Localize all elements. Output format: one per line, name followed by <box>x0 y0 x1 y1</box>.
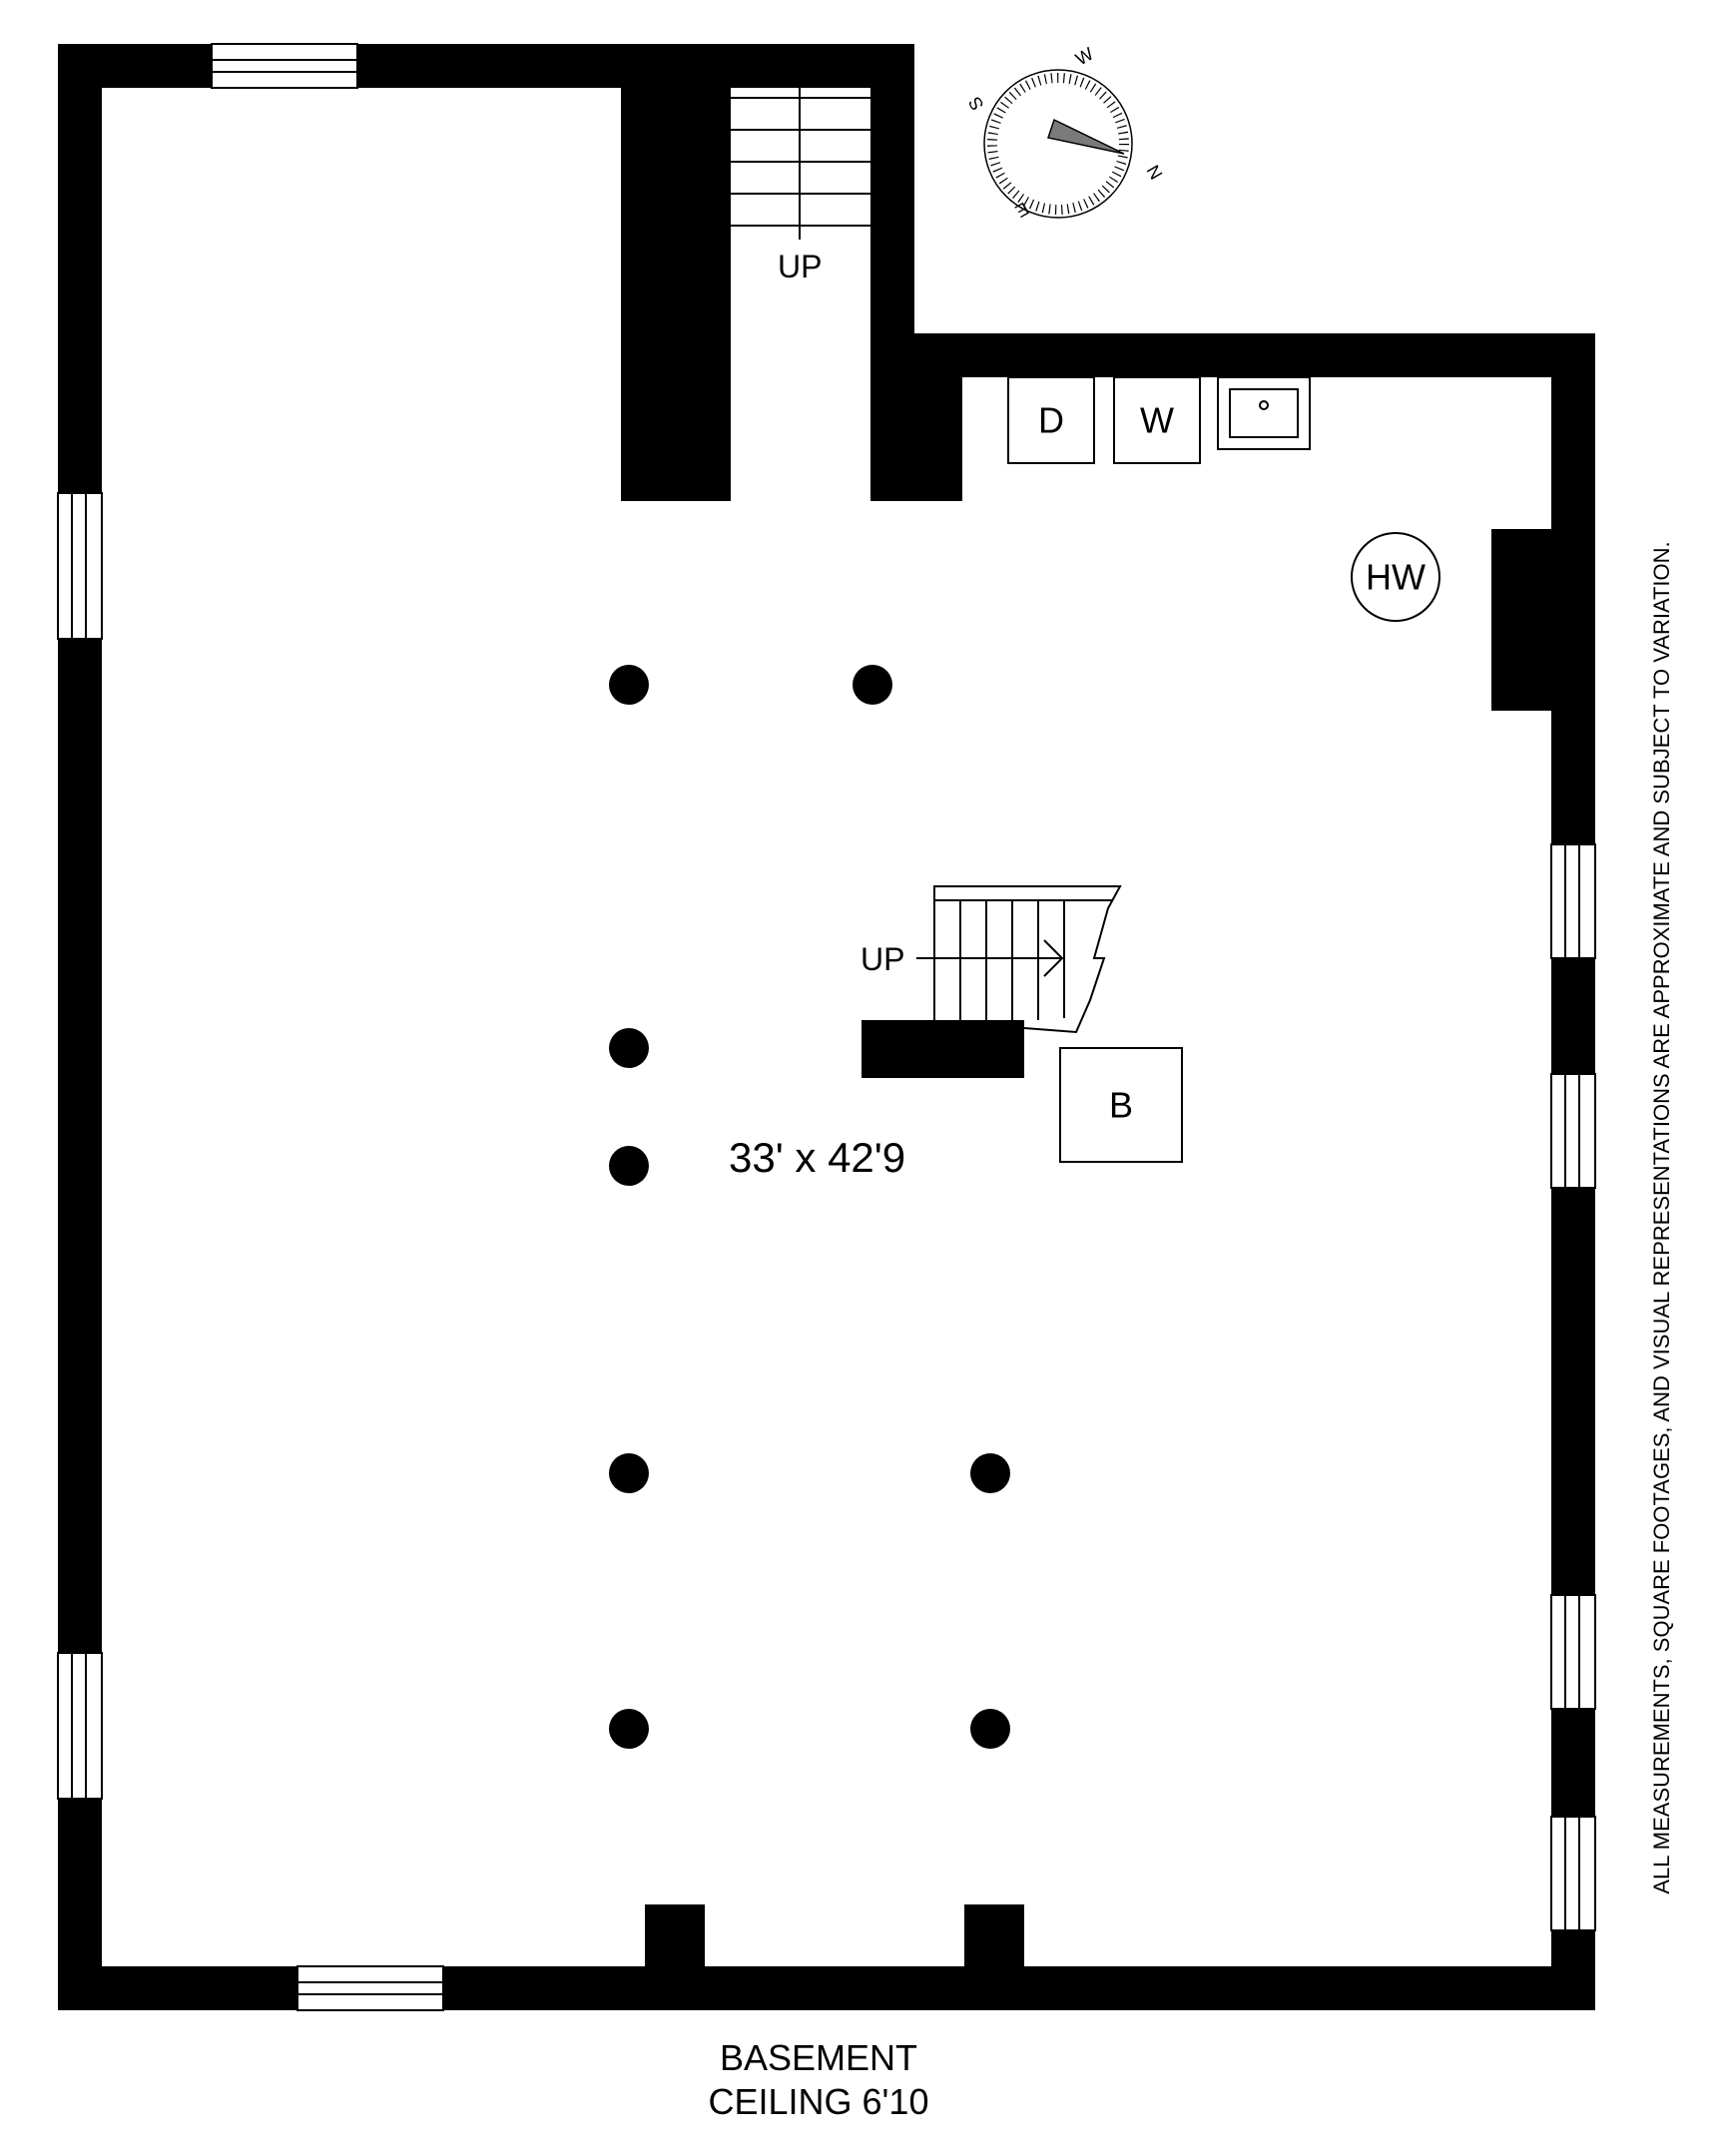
window-left-upper <box>57 492 103 640</box>
column <box>609 1146 649 1186</box>
disclaimer: ALL MEASUREMENTS, SQUARE FOOTAGES, AND V… <box>1647 419 1677 2016</box>
compass-needle <box>1047 118 1125 155</box>
windows <box>57 43 1596 2011</box>
boiler-label: B <box>1109 1085 1133 1126</box>
compass: N W S E <box>964 44 1166 222</box>
compass-east: E <box>1012 199 1032 222</box>
column <box>853 665 892 705</box>
wall-block-right <box>870 333 962 501</box>
stairs-top <box>731 60 870 240</box>
window-top <box>211 43 358 89</box>
water-heater <box>1351 532 1440 622</box>
pier-left <box>645 1904 705 1988</box>
water-heater-label: HW <box>1366 557 1426 598</box>
ceiling-height: CEILING 6'10 <box>708 2081 929 2122</box>
wall-bottom <box>58 1966 1595 2010</box>
compass-west: W <box>1072 44 1097 70</box>
column <box>609 1709 649 1749</box>
wall-stair-left-block <box>621 88 731 501</box>
wall-stair-right <box>870 44 914 377</box>
walls <box>58 44 1595 2010</box>
pier-right <box>964 1904 1024 1988</box>
column <box>970 1709 1010 1749</box>
column <box>970 1453 1010 1493</box>
column <box>609 1028 649 1068</box>
dryer <box>1007 376 1095 464</box>
window-bottom <box>296 1965 444 2011</box>
dryer-label: D <box>1038 400 1064 441</box>
floor-name: BASEMENT <box>719 2037 918 2078</box>
stairs-center <box>916 885 1122 1034</box>
washer <box>1113 376 1201 464</box>
chimney <box>1491 529 1595 711</box>
stairs-center-label: UP <box>861 941 904 977</box>
window-right-2 <box>1550 1073 1596 1189</box>
compass-south: S <box>964 94 987 114</box>
compass-ring <box>983 69 1133 219</box>
boiler <box>1059 1047 1183 1163</box>
compass-north: N <box>1143 162 1167 183</box>
column <box>609 1453 649 1493</box>
column <box>609 665 649 705</box>
laundry <box>1007 376 1311 464</box>
window-left-lower <box>57 1652 103 1800</box>
room-dimensions: 33' x 42'9 <box>729 1134 905 1181</box>
wall-top-right <box>870 333 1595 377</box>
washer-label: W <box>1140 400 1174 441</box>
disclaimer-text: ALL MEASUREMENTS, SQUARE FOOTAGES, AND V… <box>1649 541 1674 1894</box>
floor-caption: BASEMENT CEILING 6'10 <box>599 2036 1038 2124</box>
window-right-1 <box>1550 843 1596 959</box>
window-right-4 <box>1550 1816 1596 1931</box>
stair-landing-wall <box>862 1020 1024 1078</box>
columns <box>609 665 1010 1749</box>
laundry-sink <box>1217 376 1311 450</box>
window-right-3 <box>1550 1594 1596 1710</box>
stairs-top-label: UP <box>778 249 822 284</box>
